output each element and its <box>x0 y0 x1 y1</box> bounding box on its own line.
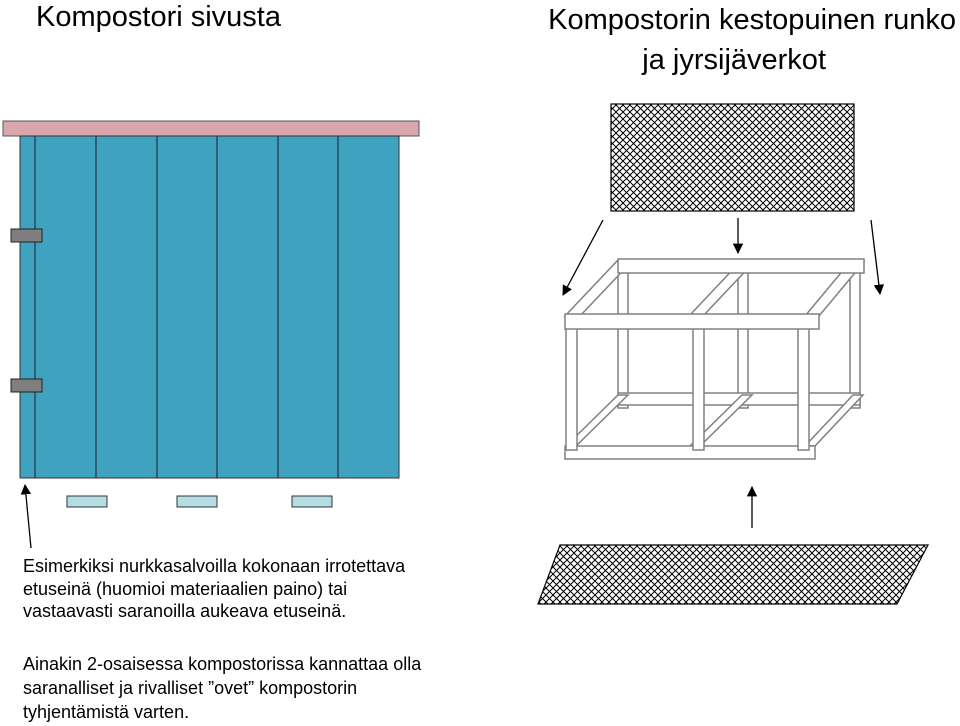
hinge-top <box>10 228 43 243</box>
wall-boards <box>34 136 339 478</box>
front-wall <box>19 135 400 479</box>
frame-rail-top-front <box>564 313 820 330</box>
bottom-mesh-panel <box>537 544 929 605</box>
arrow-to-front-wall <box>20 483 32 549</box>
caption-line: saranalliset ja rivalliset ”ovet” kompos… <box>23 678 358 698</box>
caption-line: etuseinä (huomioi materiaalien paino) ta… <box>23 578 348 599</box>
caption-doors: Ainakin 2-osaisessa kompostorissa kannat… <box>23 652 543 724</box>
frame-rail-front-bottom <box>564 445 816 460</box>
title-frame-and-mesh: Kompostorin kestopuinen runko ja jyrsijä… <box>536 0 956 80</box>
frame-post-front-right <box>797 319 810 451</box>
lid <box>2 120 420 137</box>
frame-post-front-mid <box>692 319 705 451</box>
assembly-arrows <box>562 218 885 528</box>
caption-line: Ainakin 2-osaisessa kompostorissa kannat… <box>23 654 422 674</box>
frame-rail-top-back <box>617 258 865 274</box>
title-side-view: Kompostori sivusta <box>36 1 281 33</box>
arrow-mesh-to-frame-right <box>870 219 885 296</box>
caption-line: vastaavasti saranoilla aukeava etuseinä. <box>23 601 347 621</box>
vent-slot <box>66 495 108 508</box>
frame-post-back-left <box>617 259 629 409</box>
caption-line: Esimerkiksi nurkkasalvoilla kokonaan irr… <box>23 556 406 576</box>
caption-front-wall: Esimerkiksi nurkkasalvoilla kokonaan irr… <box>23 555 523 623</box>
wooden-frame <box>563 258 866 460</box>
vent-slot <box>291 495 333 508</box>
vent-slot <box>176 495 218 508</box>
frame-post-front-left <box>565 319 578 451</box>
title-frame-line2: ja jyrsijäverkot <box>642 44 826 76</box>
title-frame-line1: Kompostorin kestopuinen runko <box>548 4 956 36</box>
top-mesh-panel <box>610 103 855 212</box>
caption-line: tyhjentämistä varten. <box>23 702 190 722</box>
frame-post-back-mid <box>737 259 749 409</box>
arrow-mesh-to-frame-left <box>562 219 604 296</box>
composter-side-view <box>2 120 420 549</box>
frame-post-back-right <box>849 259 861 409</box>
hinge-bottom <box>10 378 43 393</box>
